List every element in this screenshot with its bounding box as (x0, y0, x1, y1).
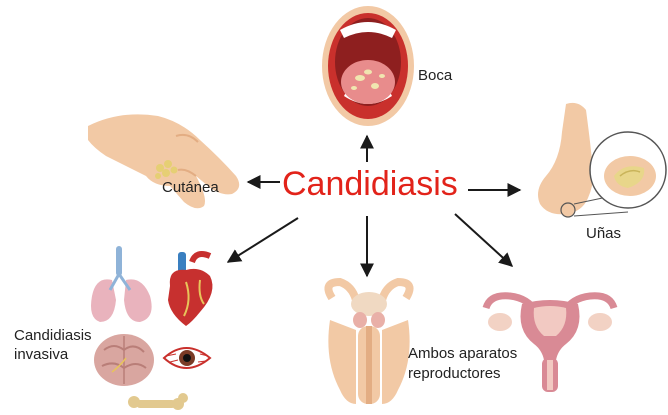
label-repro-line-1: Ambos aparatos (408, 344, 517, 364)
eye-icon (164, 348, 210, 368)
label-candidiasis-invasiva: Candidiasis invasiva (14, 326, 92, 364)
arrows (228, 136, 520, 276)
label-ambos-aparatos-reproductores: Ambos aparatos reproductores (408, 344, 517, 384)
heart-icon (168, 252, 212, 326)
arrow-to-uterus (455, 214, 512, 266)
label-invasiva-line-2: invasiva (14, 345, 92, 364)
label-cutanea: Cutánea (162, 178, 219, 197)
label-repro-line-2: reproductores (408, 364, 517, 384)
center-title: Candidiasis (282, 164, 458, 204)
label-unas: Uñas (586, 224, 621, 243)
brain-icon (94, 334, 154, 386)
male-reproductive-icon (328, 282, 409, 404)
foot-icon (538, 103, 666, 217)
arrow-to-invasiva (228, 218, 298, 262)
label-invasiva-line-1: Candidiasis (14, 326, 92, 345)
bone-icon (128, 393, 188, 410)
lungs-icon (91, 246, 152, 322)
label-boca: Boca (418, 66, 452, 85)
mouth-icon (322, 6, 414, 126)
